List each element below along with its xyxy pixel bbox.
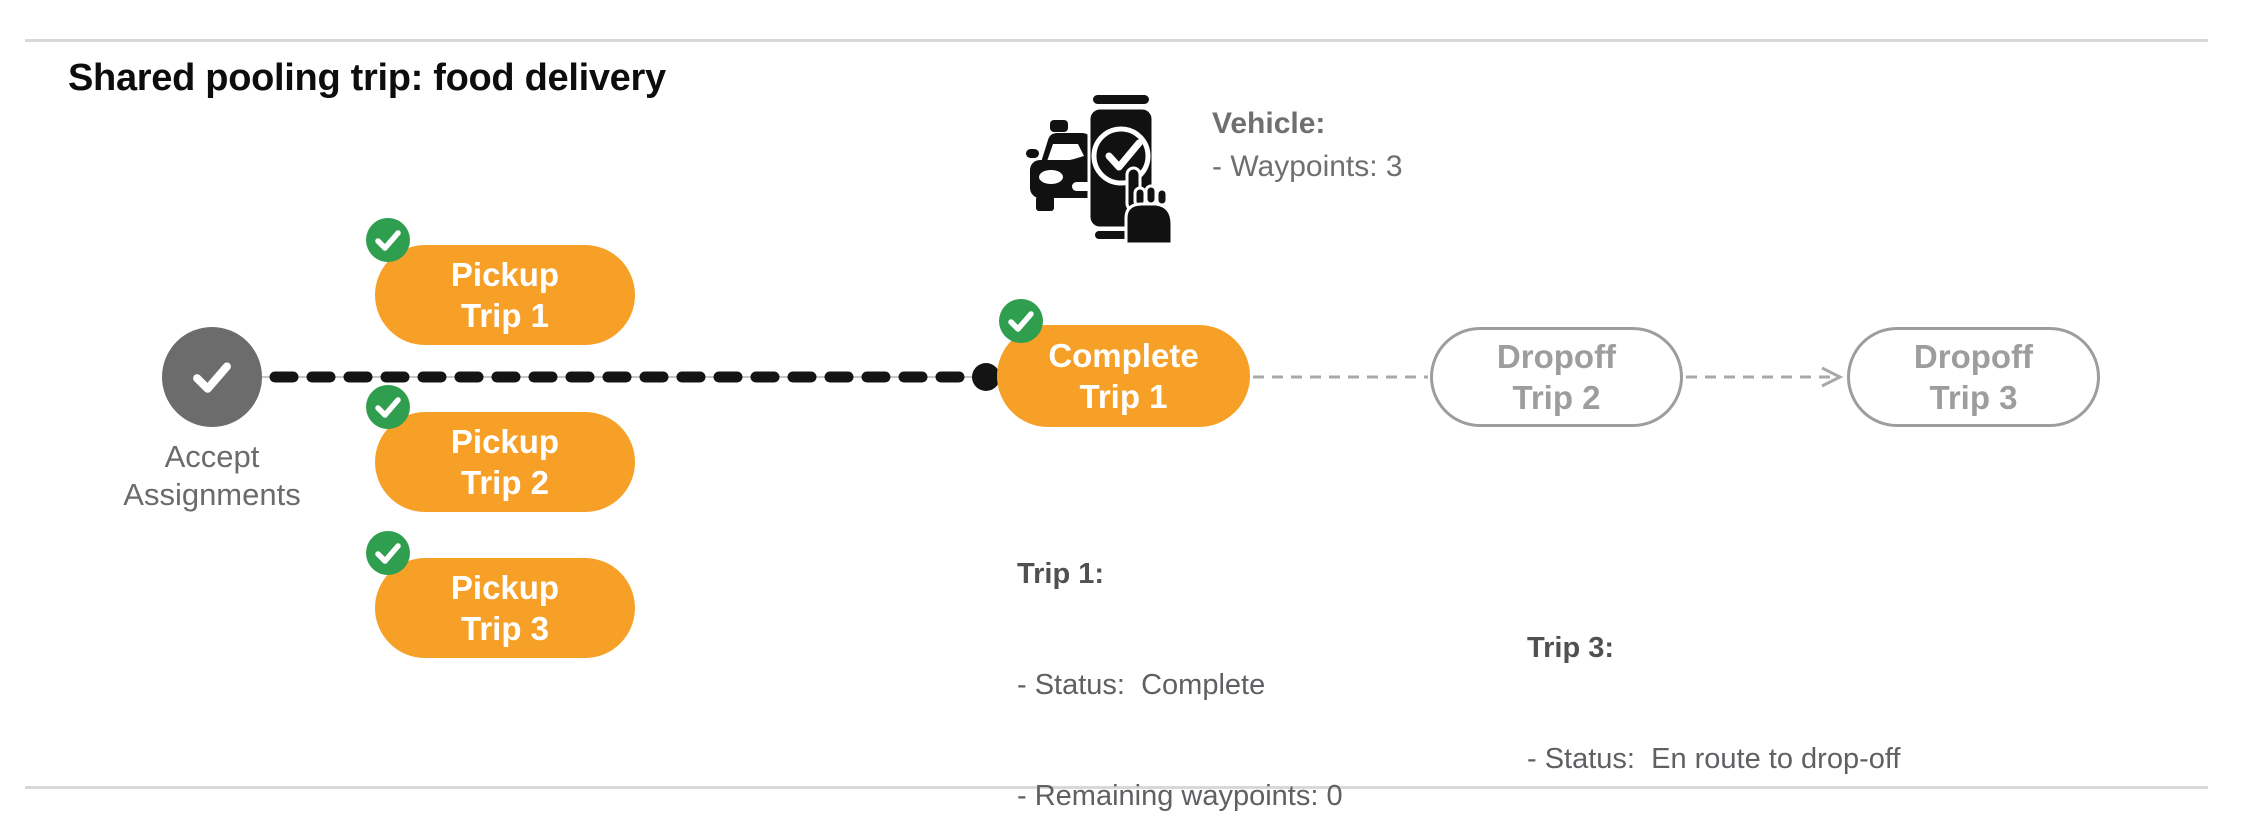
node-pickup-trip-2: Pickup Trip 2 [366, 385, 635, 512]
check-circle-icon [366, 385, 410, 429]
node-dropoff-trip-3: Dropoff Trip 3 [1847, 327, 2100, 427]
junction-dot [972, 363, 1000, 391]
pill-label-line2: Trip 2 [1512, 379, 1601, 416]
accept-label-line2: Assignments [123, 477, 301, 512]
bottom-divider [25, 786, 2208, 789]
pill-label-line2: Trip 3 [1929, 379, 2018, 416]
top-divider [25, 39, 2208, 42]
trip-3-title: Trip 3: [1527, 632, 1615, 664]
trip-1-title: Trip 1: [1017, 558, 1105, 590]
page-title: Shared pooling trip: food delivery [68, 57, 666, 99]
node-pickup-trip-1: Pickup Trip 1 [366, 218, 635, 345]
pill-label-line1: Pickup [450, 569, 560, 606]
pill-label-line1: Complete [1048, 337, 1199, 374]
check-circle-icon [366, 531, 410, 575]
pill-label-line1: Pickup [450, 423, 560, 460]
checkmark-icon [193, 362, 231, 393]
pill-label-line2: Trip 1 [460, 297, 550, 334]
node-pickup-trip-3: Pickup Trip 3 [366, 531, 635, 658]
pill-label-line1: Dropoff [1913, 338, 2034, 375]
trip-details-block-1: Trip 1: - Status: Complete - Remaining w… [1017, 482, 1390, 825]
vehicle-label: Vehicle: [1212, 107, 1326, 140]
pill-label-line2: Trip 3 [460, 610, 550, 647]
trip-details-block-2: Trip 3: - Status: En route to drop-off -… [1527, 556, 1900, 825]
node-dropoff-trip-2: Dropoff Trip 2 [1430, 327, 1683, 427]
trip-1-waypoints: - Remaining waypoints: 0 [1017, 780, 1343, 812]
pill-label-line2: Trip 1 [1079, 378, 1168, 415]
vehicle-waypoints: - Waypoints: 3 [1212, 150, 1403, 183]
accept-label-line1: Accept [164, 439, 260, 474]
pill-label-line2: Trip 2 [460, 464, 550, 501]
car-phone-check-icon [1026, 93, 1174, 246]
node-complete-trip-1: Complete Trip 1 [997, 299, 1250, 427]
check-circle-icon [366, 218, 410, 262]
accept-assignments-label: Accept Assignments [62, 438, 362, 514]
check-circle-icon [999, 299, 1043, 343]
pill-label-line1: Pickup [450, 256, 560, 293]
accept-assignments-node [162, 327, 262, 427]
vehicle-info: Vehicle: - Waypoints: 3 [1212, 102, 1403, 188]
arrow-right-icon [1821, 366, 1844, 388]
pill-label-line1: Dropoff [1496, 338, 1617, 375]
trip-3-status: - Status: En route to drop-off [1527, 743, 1901, 775]
trip-1-status: - Status: Complete [1017, 669, 1266, 701]
